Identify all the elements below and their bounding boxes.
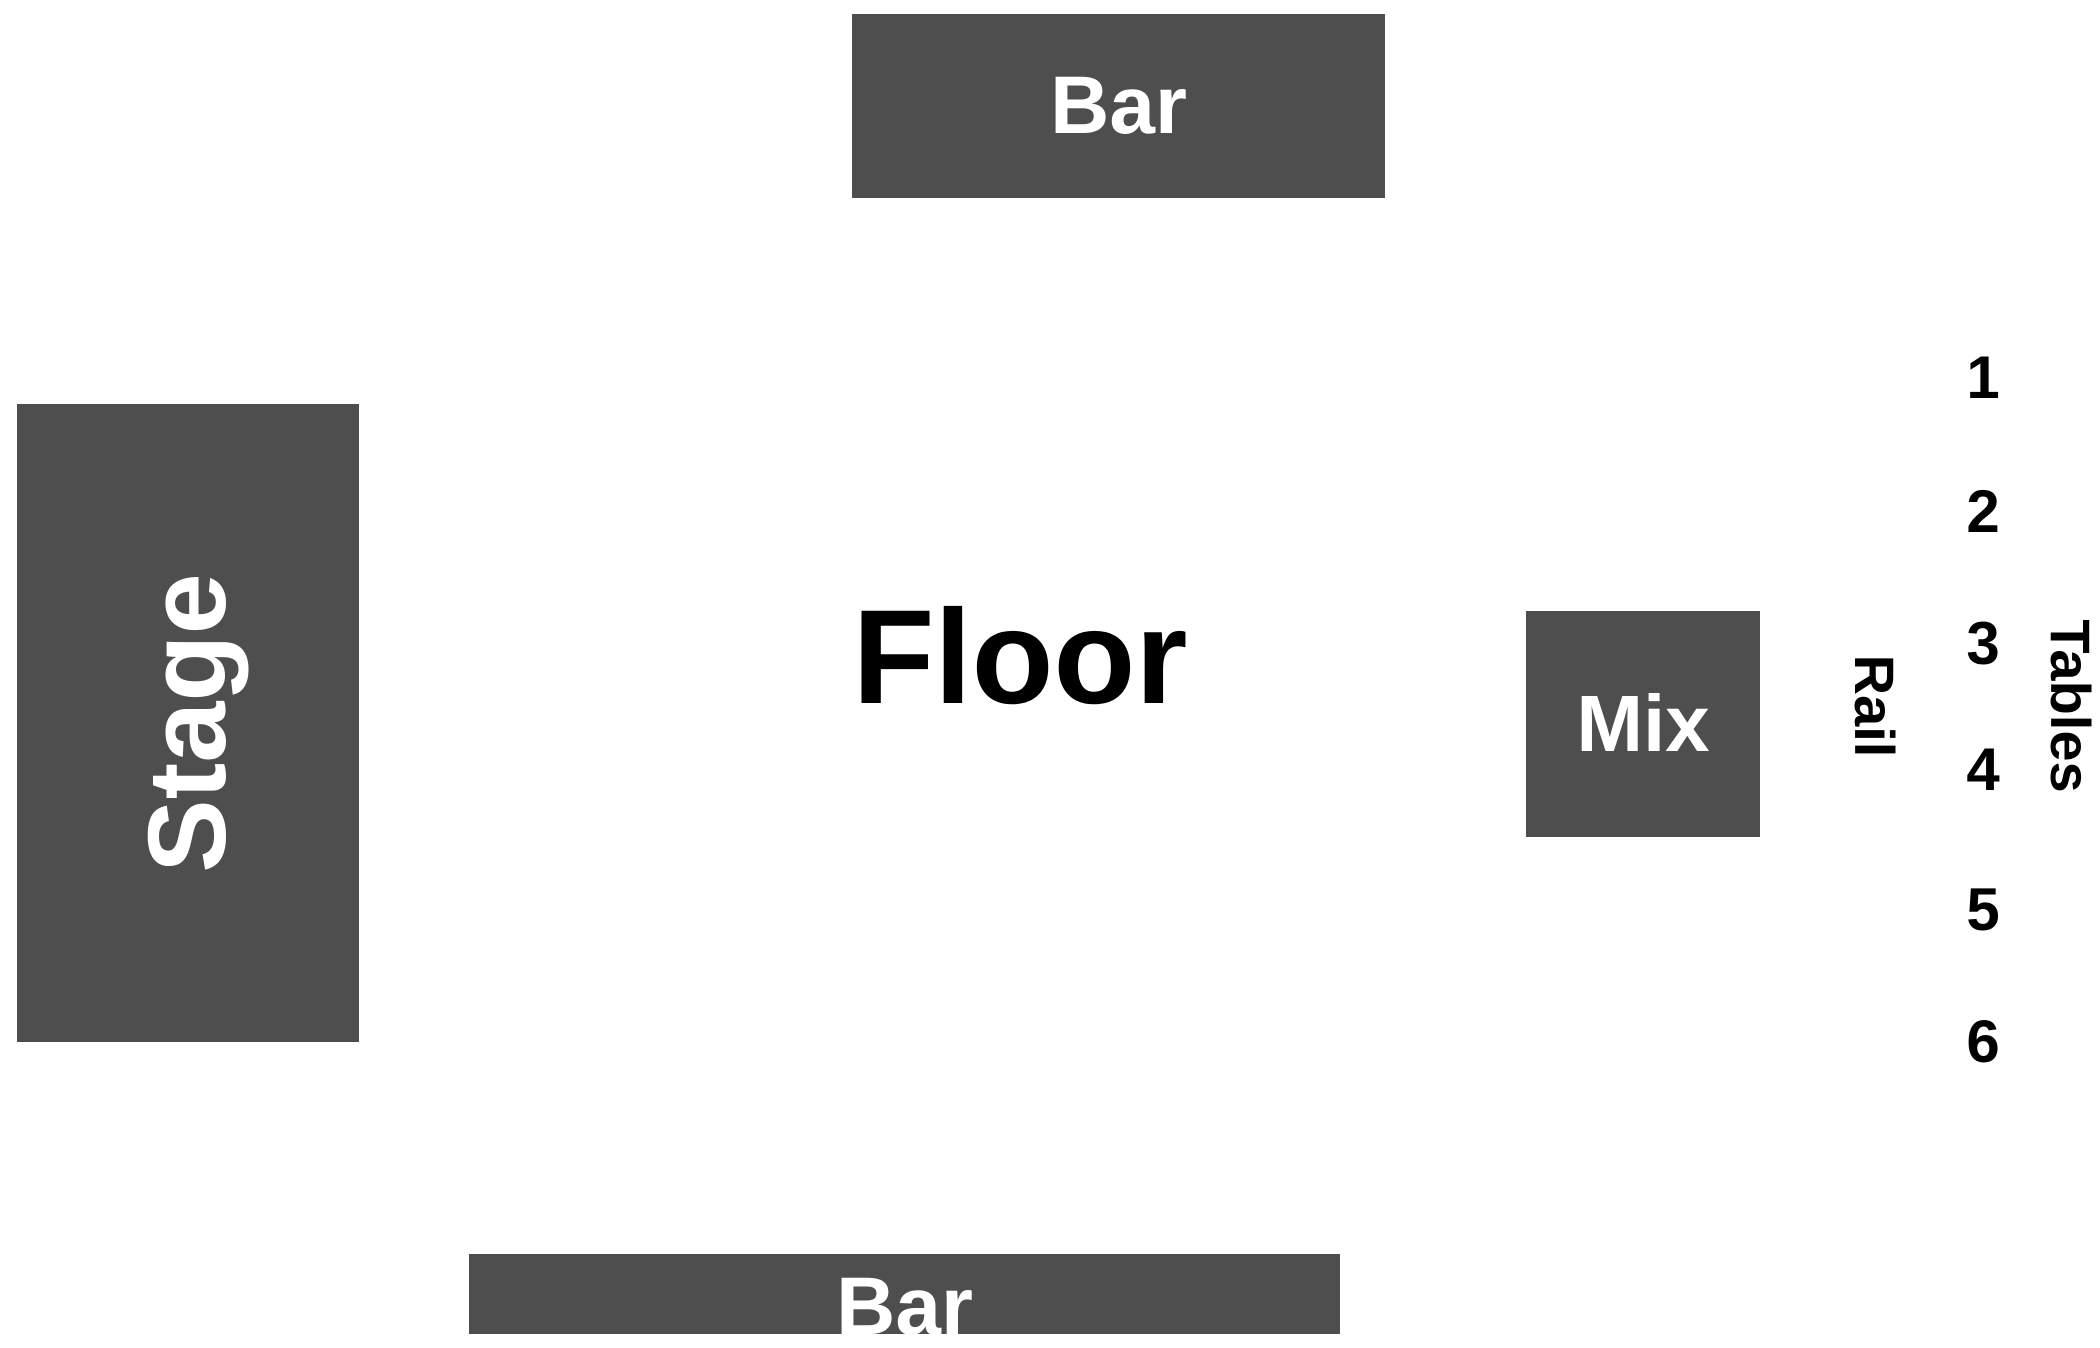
tables-label: Tables <box>2039 619 2100 793</box>
table-number-3: 3 <box>1966 610 2000 677</box>
mix-area: Mix <box>1526 611 1760 837</box>
bar-bottom-area: Bar <box>469 1254 1340 1334</box>
rail-label: Rail <box>1843 654 1906 758</box>
mix-label: Mix <box>1576 679 1710 768</box>
bar-top-area: Bar <box>852 14 1385 198</box>
table-number-2: 2 <box>1966 478 2000 545</box>
table-number-5: 5 <box>1966 876 2000 943</box>
stage-area: Stage <box>17 404 359 1042</box>
table-number-1: 1 <box>1966 344 2000 411</box>
table-number-6: 6 <box>1966 1008 2000 1075</box>
bar-top-label: Bar <box>1050 60 1187 151</box>
bar-bottom-label: Bar <box>836 1261 973 1334</box>
table-number-4: 4 <box>1966 736 2000 803</box>
stage-label: Stage <box>126 573 249 873</box>
floor-label: Floor <box>852 583 1188 732</box>
